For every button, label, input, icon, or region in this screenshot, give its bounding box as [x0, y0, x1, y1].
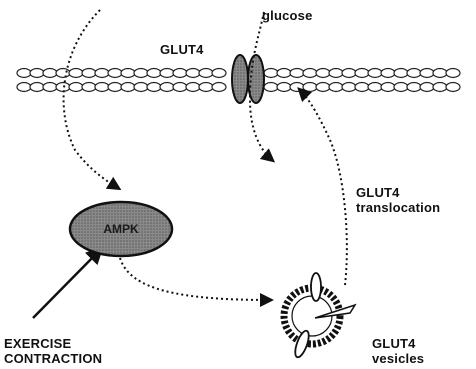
signal-path-to-ampk [64, 10, 118, 188]
lipid-oval [186, 69, 200, 78]
lipid-oval [82, 83, 96, 92]
lipid-oval [147, 69, 161, 78]
glucose-label: glucose [262, 8, 313, 23]
glut4-vesicles-label-line1: GLUT4 [372, 336, 416, 351]
lipid-oval [381, 83, 395, 92]
lipid-oval [17, 83, 31, 92]
lipid-oval [17, 69, 31, 78]
ampk-to-vesicles-arrow [120, 258, 270, 300]
lipid-oval [290, 69, 304, 78]
lipid-oval [264, 83, 278, 92]
lipid-oval [420, 69, 434, 78]
lipid-oval [147, 83, 161, 92]
lipid-oval [407, 69, 421, 78]
lipid-oval [95, 83, 109, 92]
lipid-oval [381, 69, 395, 78]
lipid-oval [329, 83, 343, 92]
lipid-oval [160, 83, 174, 92]
lipid-oval [43, 83, 57, 92]
lipid-oval [212, 69, 226, 78]
lipid-oval [30, 83, 44, 92]
lipid-oval [121, 83, 135, 92]
lipid-oval [186, 83, 200, 92]
lipid-oval [355, 83, 369, 92]
exercise-label-line1: EXERCISE [4, 336, 71, 351]
lipid-oval [277, 69, 291, 78]
lipid-oval [355, 69, 369, 78]
lipid-oval [303, 69, 317, 78]
lipid-oval [368, 69, 382, 78]
lipid-oval [160, 69, 174, 78]
glut4-transporter-icon [232, 55, 264, 103]
ampk-label: AMPK [96, 222, 146, 236]
lipid-oval [30, 69, 44, 78]
lipid-oval [212, 83, 226, 92]
lipid-oval [199, 83, 213, 92]
lipid-oval [134, 69, 148, 78]
glut4-translocation-label-line1: GLUT4 [356, 185, 400, 200]
lipid-oval [420, 83, 434, 92]
exercise-label-line2: CONTRACTION [4, 351, 102, 366]
exercise-arrow [33, 250, 100, 318]
lipid-oval [290, 83, 304, 92]
lipid-oval [69, 69, 83, 78]
lipid-oval [303, 83, 317, 92]
lipid-oval [56, 83, 70, 92]
lipid-oval [446, 83, 460, 92]
lipid-oval [173, 69, 187, 78]
lipid-oval [264, 69, 278, 78]
lipid-oval [407, 83, 421, 92]
lipid-oval [108, 69, 122, 78]
lipid-oval [394, 83, 408, 92]
lipid-oval [329, 69, 343, 78]
lipid-oval [121, 69, 135, 78]
lipid-oval [433, 69, 447, 78]
lipid-oval [173, 83, 187, 92]
lipid-oval [277, 83, 291, 92]
lipid-oval [108, 83, 122, 92]
lipid-oval [199, 69, 213, 78]
lipid-oval [394, 69, 408, 78]
lipid-oval [446, 69, 460, 78]
glut4-membrane-label: GLUT4 [160, 42, 204, 57]
lipid-oval [316, 83, 330, 92]
lipid-oval [342, 69, 356, 78]
lipid-oval [433, 83, 447, 92]
lipid-oval [43, 69, 57, 78]
lipid-oval [82, 69, 96, 78]
lipid-oval [368, 83, 382, 92]
lipid-oval [56, 69, 70, 78]
lipid-oval [69, 83, 83, 92]
lipid-oval [134, 83, 148, 92]
glut4-vesicles-label-line2: vesicles [372, 351, 424, 366]
lipid-oval [316, 69, 330, 78]
glut4-translocation-label-line2: translocation [356, 200, 440, 215]
lipid-oval [95, 69, 109, 78]
glut4-vesicle-icon [284, 273, 355, 359]
translocation-arrow [300, 90, 347, 285]
lipid-oval [342, 83, 356, 92]
